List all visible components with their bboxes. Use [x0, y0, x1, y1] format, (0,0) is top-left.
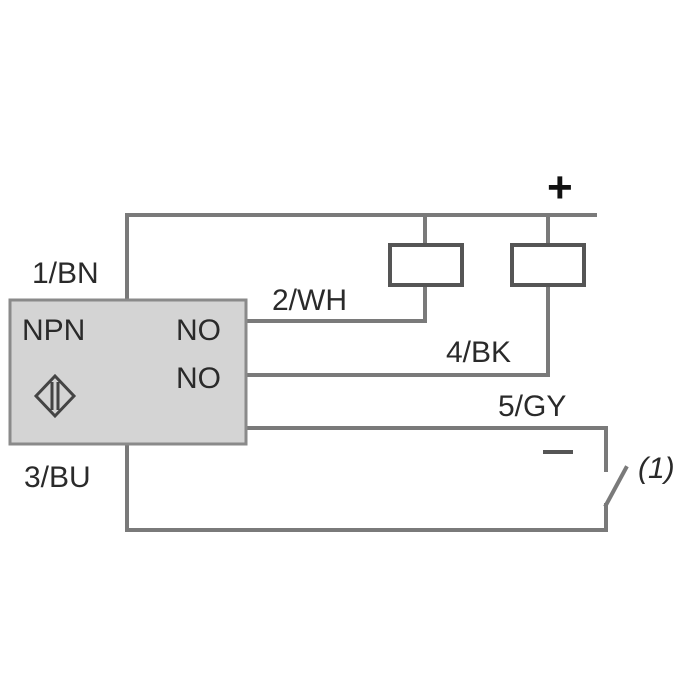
sensor-body — [8, 298, 248, 446]
output2-label: NO — [176, 362, 221, 395]
pin5-label: 5/GY — [498, 390, 566, 423]
relay-coil-1 — [388, 243, 464, 287]
pin3-label: 3/BU — [24, 461, 91, 494]
pin2-label: 2/WH — [272, 284, 347, 317]
relay-coil-2 — [510, 243, 586, 287]
pin1-label: 1/BN — [32, 257, 99, 290]
sensor-type-label: NPN — [22, 314, 85, 347]
pin4-label: 4/BK — [446, 336, 511, 369]
output1-label: NO — [176, 314, 221, 347]
inductive-sensor-icon — [33, 373, 77, 419]
switch-blade — [603, 465, 629, 508]
wires — [125, 213, 629, 532]
plus-symbol: + — [547, 163, 573, 212]
switch-note: (1) — [638, 452, 675, 485]
